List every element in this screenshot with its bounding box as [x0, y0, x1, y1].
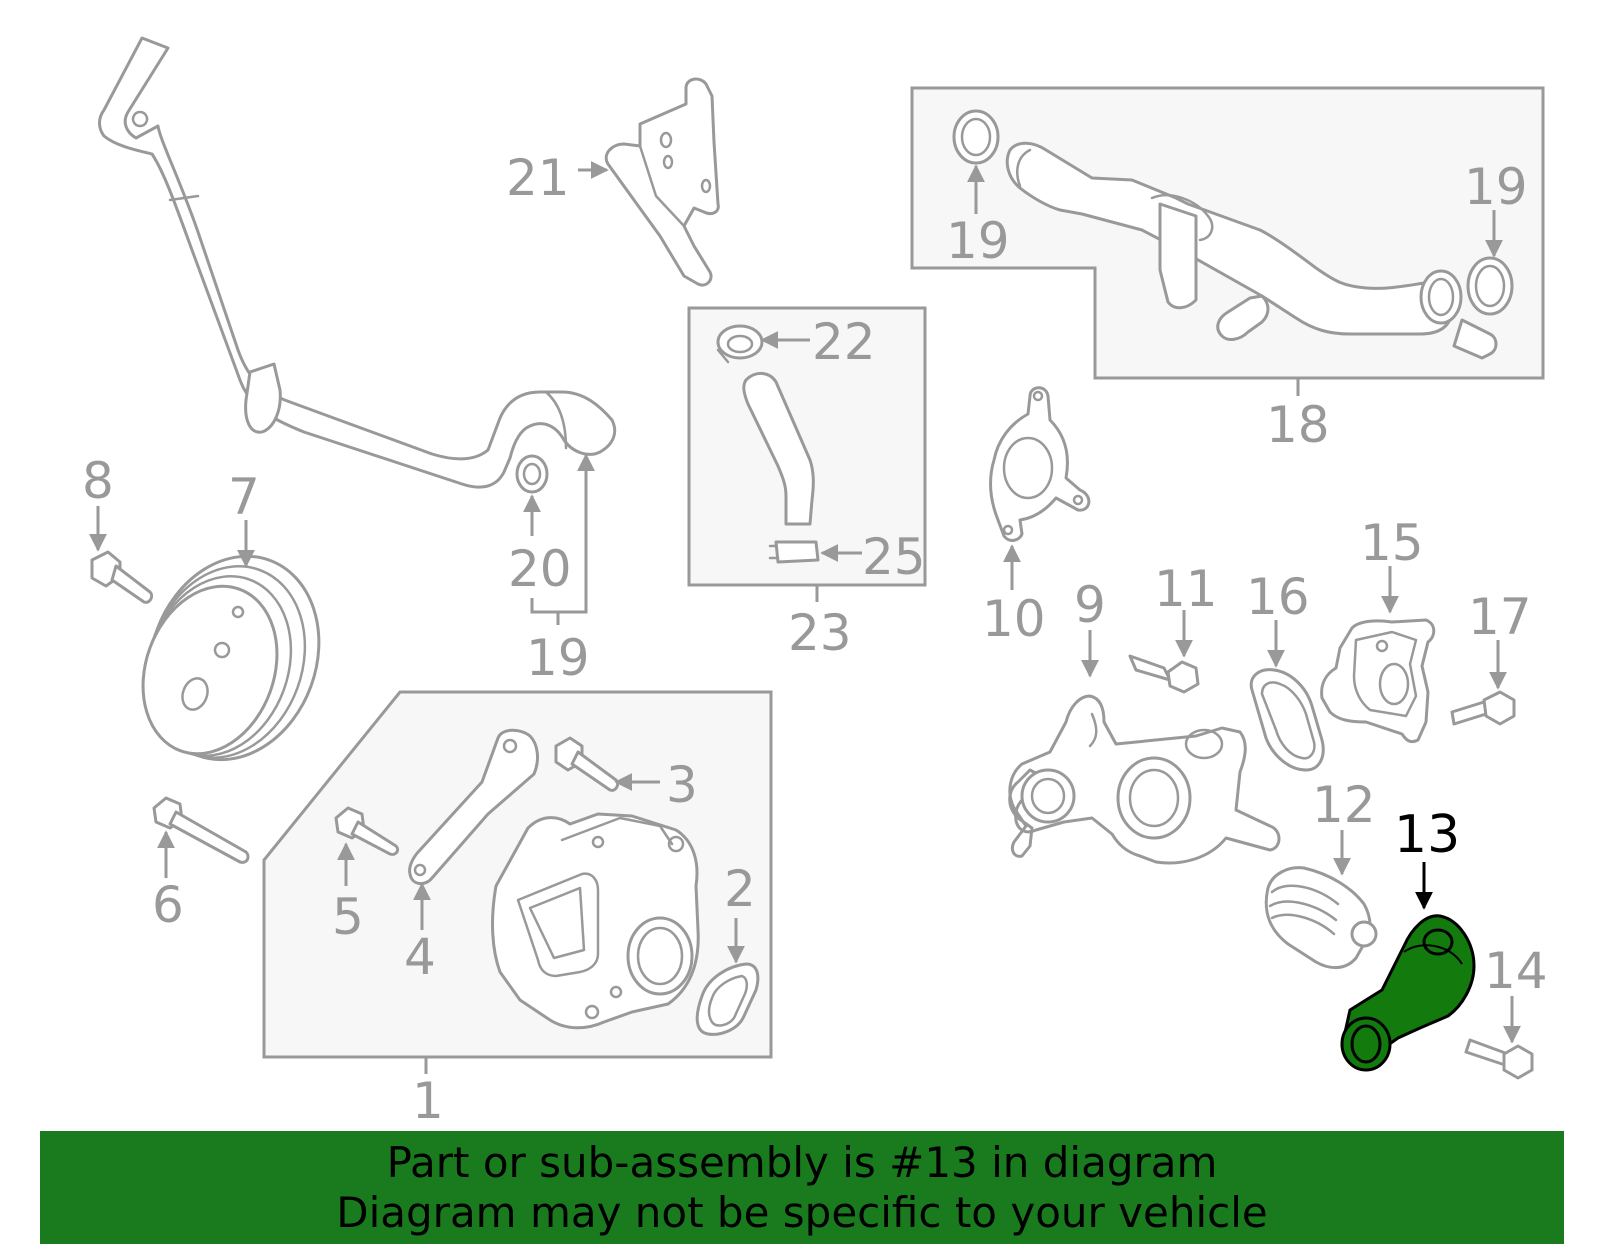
callout-17: 17: [1468, 588, 1532, 646]
callout-13[interactable]: 13: [1394, 805, 1460, 865]
water-outlet-13[interactable]: [1340, 914, 1476, 1072]
thermostat-housing-9: [1008, 694, 1281, 865]
callout-24: 22: [812, 313, 876, 371]
callout-16: 16: [1246, 568, 1310, 626]
banner-line-1: Part or sub-assembly is #13 in diagram: [386, 1137, 1218, 1187]
callout-15: 15: [1360, 514, 1424, 572]
bolt-11: [1128, 654, 1200, 694]
bolt-17: [1450, 690, 1516, 726]
housing-cover-15: [1320, 618, 1436, 744]
hose: [742, 372, 815, 526]
callout-4: 4: [404, 928, 436, 986]
callout-20: 19: [526, 629, 590, 687]
callout-19-right: 19: [1464, 158, 1528, 216]
banner-line-2: Diagram may not be specific to your vehi…: [336, 1187, 1268, 1237]
callout-25: 25: [862, 528, 926, 586]
callout-23: 23: [788, 604, 852, 662]
bolt-8: [90, 550, 154, 604]
bolt-5: [334, 806, 400, 856]
callout-14: 14: [1484, 942, 1548, 1000]
callout-19-left: 19: [946, 212, 1010, 270]
o-ring-21: [515, 454, 549, 494]
info-banner: Part or sub-assembly is #13 in diagram D…: [40, 1131, 1564, 1244]
callout-1: 1: [412, 1072, 444, 1130]
callout-22: 21: [506, 149, 570, 207]
callout-11: 11: [1154, 560, 1218, 618]
pulley-7: [141, 554, 321, 762]
callout-12: 12: [1312, 776, 1376, 834]
callout-7: 7: [228, 468, 260, 526]
coolant-pipe-20: [98, 36, 617, 489]
coolant-tube-18: [1005, 141, 1498, 360]
o-ring-19-right: [1466, 256, 1514, 316]
thermostat-12: [1264, 866, 1378, 969]
gasket-10: [989, 386, 1091, 542]
bolt-6: [152, 796, 250, 864]
callout-8: 8: [82, 452, 114, 510]
callout-18: 18: [1266, 396, 1330, 454]
callout-10: 10: [982, 590, 1046, 648]
gasket-16: [1249, 668, 1325, 772]
water-pump-body: [491, 812, 700, 1030]
callout-5: 5: [332, 888, 364, 946]
callout-21: 20: [508, 540, 572, 598]
o-ring-19-left: [952, 109, 1000, 165]
bracket-22: [604, 77, 720, 287]
callout-2: 2: [724, 860, 756, 918]
callout-6: 6: [152, 876, 184, 934]
bolt-14: [1464, 1038, 1534, 1080]
callout-9: 9: [1074, 576, 1106, 634]
bracket-4: [408, 728, 539, 885]
gasket-2: [695, 962, 760, 1036]
callout-3: 3: [666, 756, 698, 814]
clamp-25: [768, 540, 820, 564]
